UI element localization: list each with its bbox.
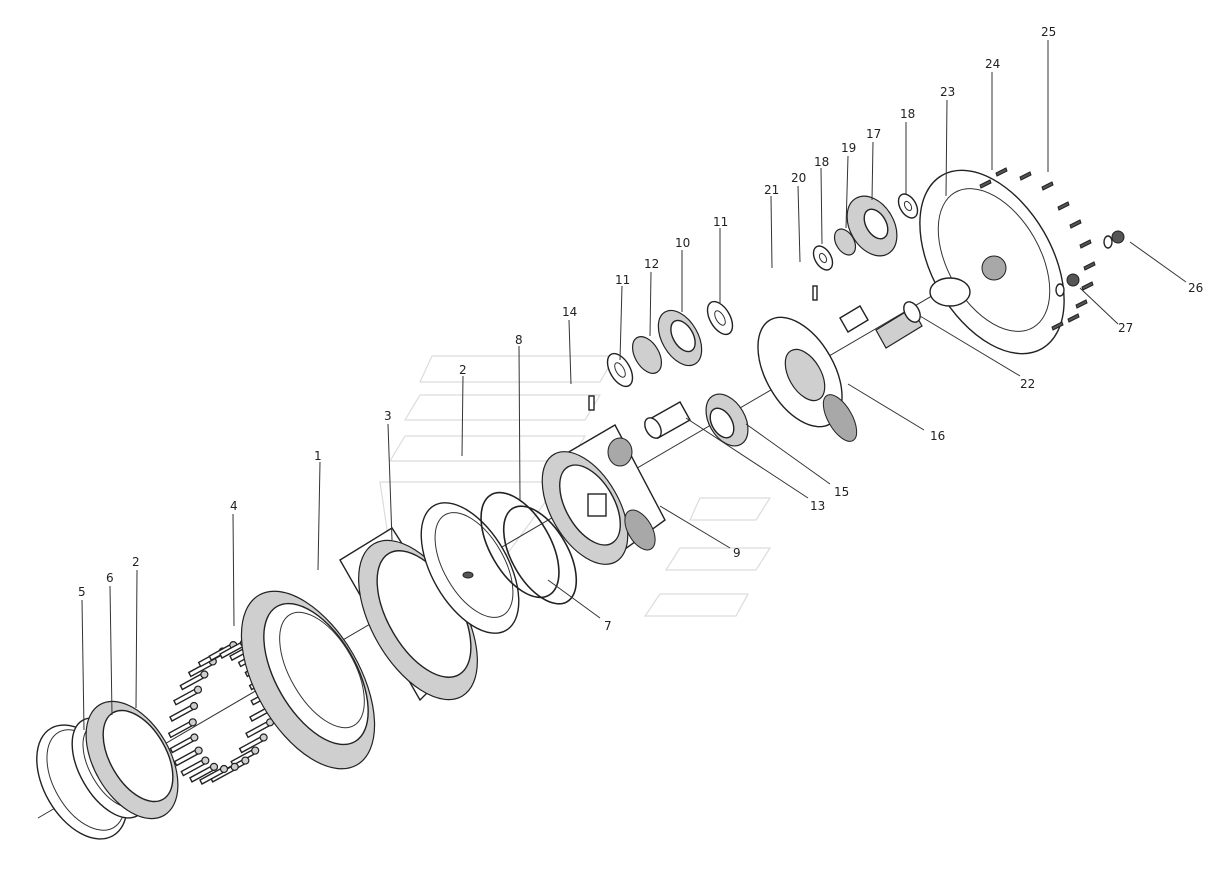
screw: [1081, 281, 1094, 291]
callout-9: 9: [733, 546, 741, 560]
screw: [979, 179, 992, 189]
part-17-gear: [846, 195, 898, 257]
callout-12: 12: [644, 257, 659, 271]
bolt-head: [189, 701, 199, 711]
screw: [1019, 171, 1032, 181]
part-7-snap-rings: [480, 491, 578, 605]
part-27-plug: [1055, 273, 1080, 297]
screw: [1075, 299, 1088, 309]
bolt-head: [209, 762, 219, 771]
screw: [1083, 261, 1096, 271]
callout-7: 7: [604, 619, 612, 633]
callout-18-mid: 18: [814, 155, 829, 169]
bolt-head: [219, 764, 229, 774]
part-1-housing: [240, 527, 478, 770]
callout-13: 13: [810, 499, 825, 513]
bolt-head: [251, 746, 260, 755]
callout-5: 5: [78, 585, 86, 599]
part-16-carrier: [757, 316, 858, 442]
callout-1: 1: [314, 449, 322, 463]
bolt-head: [190, 733, 199, 742]
screw: [1051, 321, 1064, 331]
callout-18-top: 18: [900, 107, 915, 121]
screw: [1079, 239, 1092, 249]
screw: [1069, 219, 1082, 229]
screw: [1057, 201, 1070, 211]
callout-16: 16: [930, 429, 945, 443]
assembly-axis: [37, 261, 991, 819]
part-13-shaft: [644, 401, 691, 439]
callout-2-upper: 2: [459, 363, 467, 377]
callout-15: 15: [834, 485, 849, 499]
part-12-needle-bearing: [631, 336, 663, 374]
callout-17: 17: [866, 127, 881, 141]
bolt-head: [241, 756, 250, 765]
callout-3: 3: [384, 409, 392, 423]
callout-6: 6: [106, 571, 114, 585]
callout-10: 10: [675, 236, 690, 250]
callout-19: 19: [841, 141, 856, 155]
callout-11-left: 11: [615, 273, 630, 287]
callout-25: 25: [1041, 25, 1056, 39]
part-20-shaft: [839, 305, 869, 333]
part-19-bearing: [833, 228, 857, 256]
part-18-washer-top: [897, 193, 919, 219]
bolt-head: [259, 733, 268, 742]
callout-20: 20: [791, 171, 806, 185]
callout-27: 27: [1118, 321, 1133, 335]
callout-11-right: 11: [713, 215, 728, 229]
bolt-head: [201, 756, 210, 765]
leader-lines: [81, 40, 1187, 731]
callout-2: 2: [132, 555, 140, 569]
part-9-carrier: [541, 424, 666, 565]
callout-14: 14: [562, 305, 577, 319]
part-15-planet-gear: [705, 393, 749, 447]
callout-26: 26: [1188, 281, 1203, 295]
bolt-head: [193, 685, 203, 694]
screw: [1067, 313, 1080, 323]
callout-24: 24: [985, 57, 1000, 71]
part-11-washer-right: [706, 300, 734, 336]
callout-4: 4: [230, 499, 238, 513]
screw: [995, 167, 1008, 177]
bolt-head: [200, 670, 209, 679]
part-10-planet-gear: [657, 309, 703, 367]
part-21-pin: [812, 285, 818, 301]
callout-23: 23: [940, 85, 955, 99]
screw: [1041, 181, 1054, 191]
part-22-sun-shaft: [875, 301, 923, 349]
callout-labels: 1 2 2 3 4 5 6 7 8 9 10 11 11 12 13 14 15…: [78, 25, 1203, 633]
part-23-cover: [919, 169, 1065, 355]
part-3-ring-gear: [420, 502, 520, 634]
bolt-head: [194, 746, 203, 755]
callout-21: 21: [764, 183, 779, 197]
part-26-plug: [1103, 230, 1125, 249]
part-11-washer-left: [606, 352, 634, 388]
bolt-head: [230, 762, 239, 771]
callout-22: 22: [1020, 377, 1035, 391]
part-2-bearing-front: [85, 700, 179, 820]
bolt-head: [188, 718, 197, 727]
part-14-pin: [588, 395, 595, 411]
part-18-washer-mid: [812, 245, 834, 271]
callout-8: 8: [515, 333, 523, 347]
part-24-25-screws: [979, 167, 1096, 331]
